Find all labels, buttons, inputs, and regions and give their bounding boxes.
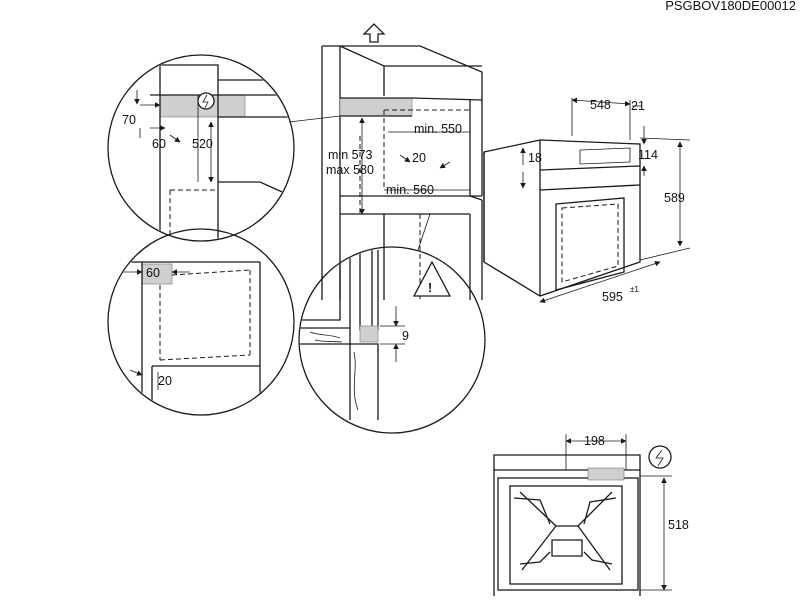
hob-top-view bbox=[493, 454, 641, 596]
min-width-label: min. 550 bbox=[414, 122, 462, 136]
max-height-label: max 580 bbox=[326, 163, 374, 177]
width-tolerance: ±1 bbox=[630, 285, 639, 294]
svg-text:!: ! bbox=[428, 281, 432, 295]
cabinet-dimensions: min 573 max 580 min. 550 20 min. 560 bbox=[326, 117, 470, 215]
height-589: 589 bbox=[664, 191, 685, 205]
oven-dimensions: 548 21 18 114 589 595 ±1 bbox=[520, 97, 691, 304]
detail-circle-left: 60 20 bbox=[107, 228, 295, 416]
top-offset-18: 18 bbox=[528, 151, 542, 165]
warning-triangle-icon: ! bbox=[412, 260, 452, 297]
cabinet-drawing bbox=[321, 45, 483, 300]
dimension-60-left: 60 bbox=[146, 266, 160, 280]
oven-drawing bbox=[483, 139, 641, 297]
depth-548: 548 bbox=[590, 98, 611, 112]
front-21: 21 bbox=[631, 99, 645, 113]
detail-leader-bottom bbox=[417, 213, 431, 251]
hob-dimensions: 198 518 bbox=[565, 434, 689, 591]
dimension-9: 9 bbox=[402, 329, 409, 343]
panel-height-114: 114 bbox=[638, 148, 658, 162]
gap-label: 20 bbox=[412, 151, 426, 165]
detail-circle-top: 70 60 520 bbox=[107, 54, 295, 242]
document-code: PSGBOV180DE00012 bbox=[665, 0, 796, 13]
dimension-520: 520 bbox=[192, 137, 213, 151]
min-height-label: min 573 bbox=[328, 148, 373, 162]
dimension-60-top: 60 bbox=[152, 137, 166, 151]
dimension-518: 518 bbox=[668, 518, 689, 532]
dimension-70: 70 bbox=[122, 113, 136, 127]
arrow-up-icon bbox=[362, 23, 386, 43]
dimension-20-left: 20 bbox=[158, 374, 172, 388]
dimension-198: 198 bbox=[584, 434, 605, 448]
detail-leader-top bbox=[288, 115, 341, 123]
electrical-connection-icon-bottom bbox=[648, 445, 672, 469]
min-depth-label: min. 560 bbox=[386, 183, 434, 197]
detail-circle-warning: ! 9 bbox=[298, 246, 486, 434]
electrical-connection-icon bbox=[197, 92, 215, 110]
width-595: 595 bbox=[602, 290, 623, 304]
